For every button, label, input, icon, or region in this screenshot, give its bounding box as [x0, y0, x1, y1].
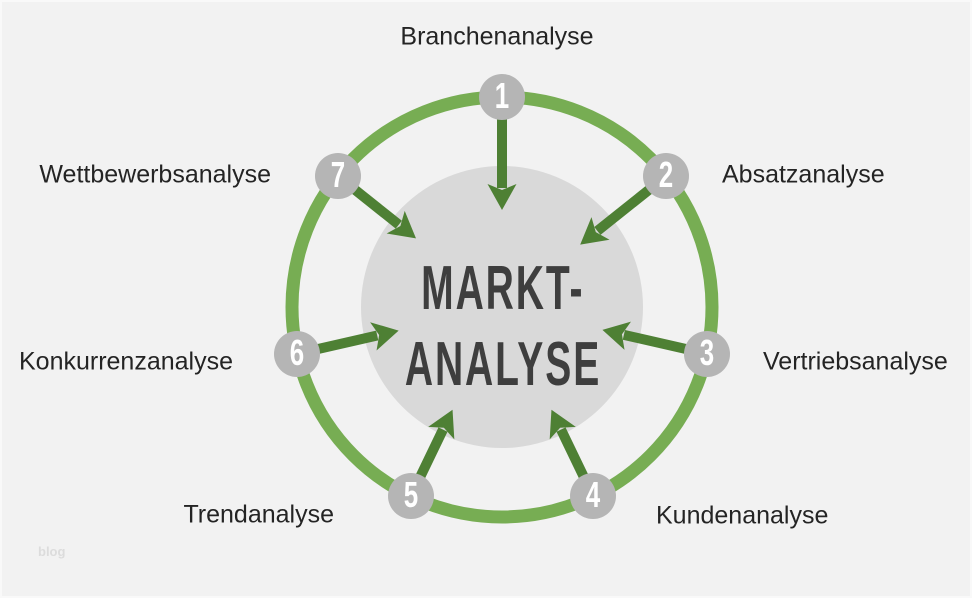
center-title: MARKT- ANALYSE — [347, 251, 659, 403]
inward-arrow-head — [602, 321, 631, 350]
inward-arrow-head — [428, 409, 455, 440]
node-3: 3 — [683, 330, 730, 377]
center-title-line2: ANALYSE — [347, 327, 659, 403]
node-number-1: 1 — [494, 75, 510, 116]
node-number-2: 2 — [658, 154, 674, 196]
node-label-4: Kundenanalyse — [656, 501, 829, 530]
inward-arrow-head — [487, 184, 517, 210]
node-label-7: Wettbewerbsanalyse — [39, 160, 271, 189]
node-label-5: Trendanalyse — [183, 500, 334, 529]
inward-arrow-head — [386, 210, 416, 239]
node-number-3: 3 — [699, 331, 714, 373]
center-circle — [361, 166, 643, 448]
center-title-text1: MARKT- — [421, 254, 585, 323]
node-2: 2 — [643, 153, 690, 200]
inward-arrow-head — [370, 322, 399, 351]
node-5: 5 — [387, 473, 434, 520]
node-number-6: 6 — [290, 331, 305, 373]
center-title-text2: ANALYSE — [404, 330, 602, 399]
node-label-6: Konkurrenzanalyse — [18, 347, 233, 376]
node-number-4: 4 — [585, 474, 601, 516]
node-label-2: Absatzanalyse — [722, 160, 885, 189]
node-1: 1 — [479, 74, 525, 120]
node-4: 4 — [570, 473, 617, 520]
node-6: 6 — [274, 330, 321, 377]
center-title-line1: MARKT- — [347, 251, 659, 327]
inward-arrow-head — [549, 409, 576, 440]
node-label-3: Vertriebsanalyse — [763, 347, 948, 376]
node-number-5: 5 — [403, 474, 419, 516]
node-7: 7 — [314, 153, 361, 200]
node-label-1: Branchenanalyse — [400, 22, 594, 51]
node-number-7: 7 — [330, 154, 346, 196]
watermark: blog — [38, 544, 66, 559]
inward-arrow-head — [580, 217, 610, 245]
